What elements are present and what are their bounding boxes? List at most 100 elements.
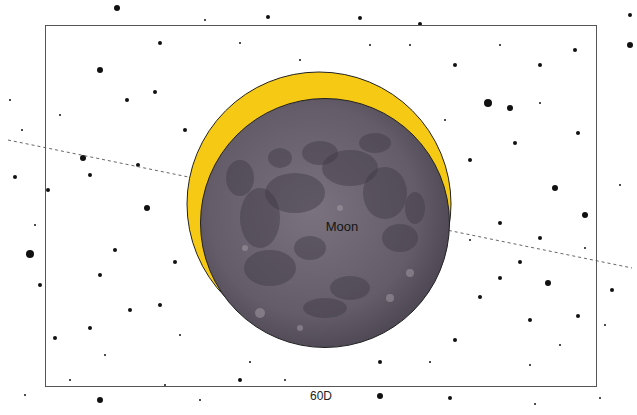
star-dot [53, 336, 57, 340]
moon-maria [226, 133, 425, 318]
star-dot [582, 212, 588, 218]
moon-disc: Moon [200, 98, 450, 348]
star-dot [183, 128, 187, 132]
moon-mare [294, 236, 326, 260]
star-dot [34, 224, 36, 226]
star-dot [478, 295, 482, 299]
star-dot [498, 221, 502, 225]
star-dot [377, 393, 383, 399]
star-dot [114, 5, 120, 11]
star-dot [164, 384, 166, 386]
moon-mare [330, 276, 370, 300]
star-dot [369, 44, 371, 46]
moon-crater [297, 325, 303, 331]
star-dot [552, 185, 558, 191]
moon-crater [386, 294, 394, 302]
camera-frame: Moon60D [45, 25, 597, 387]
star-dot [584, 247, 586, 249]
star-dot [573, 48, 577, 52]
star-dot [179, 334, 181, 336]
body-label: Moon [326, 219, 359, 234]
moon-mare [268, 148, 292, 168]
star-dot [125, 98, 129, 102]
star-dot [113, 248, 117, 252]
star-dot [545, 280, 551, 286]
star-dot [619, 184, 621, 186]
star-dot [448, 396, 452, 400]
star-dot [238, 378, 242, 382]
star-dot [358, 16, 362, 20]
star-dot [559, 344, 561, 346]
star-dot [444, 119, 446, 121]
moon-mare [302, 141, 338, 165]
star-dot [24, 394, 26, 396]
star-dot [153, 90, 157, 94]
star-dot [144, 205, 150, 211]
star-dot [538, 236, 542, 240]
moon-mare [363, 167, 407, 219]
star-dot [599, 397, 601, 399]
star-dot [534, 403, 536, 405]
star-dot [576, 131, 580, 135]
star-dot [88, 326, 92, 330]
star-dot [429, 361, 431, 363]
star-dot [204, 19, 206, 21]
star-dot [627, 42, 633, 48]
star-dot [158, 41, 162, 45]
moon-mare [359, 133, 391, 153]
star-dot [507, 105, 513, 111]
ecliptic-line [8, 140, 632, 268]
star-dot [610, 288, 614, 292]
star-dot [576, 314, 580, 318]
star-dot [513, 141, 517, 145]
moon-mare [240, 188, 280, 248]
star-dot [539, 102, 541, 104]
moon-crater [255, 308, 265, 318]
moon-crater [406, 269, 414, 277]
star-dot [453, 63, 457, 67]
star-dot [538, 63, 542, 67]
star-dot [128, 308, 132, 312]
star-field [9, 5, 633, 405]
moon-mare [382, 224, 418, 252]
star-dot [88, 173, 92, 177]
moon-mare [244, 250, 296, 286]
star-dot [409, 44, 411, 46]
star-dot [21, 129, 23, 131]
moon-crater [337, 205, 343, 211]
star-dot [104, 354, 106, 356]
moon-mare [405, 192, 425, 224]
star-dot [9, 99, 11, 101]
moon-mare [303, 298, 347, 318]
star-dot [484, 99, 492, 107]
star-dot [518, 260, 522, 264]
star-dot [97, 397, 103, 403]
star-dot [69, 379, 71, 381]
camera-label: 60D [310, 389, 332, 403]
star-dot [158, 303, 162, 307]
star-dot [46, 188, 50, 192]
star-dot [498, 276, 502, 280]
star-dot [13, 175, 17, 179]
star-dot [249, 361, 251, 363]
star-dot [299, 59, 301, 61]
star-dot [97, 67, 103, 73]
star-dot [499, 44, 501, 46]
star-dot [26, 250, 34, 258]
moon-surface [200, 98, 450, 348]
star-dot [628, 13, 632, 17]
star-dot [529, 364, 531, 366]
star-dot [604, 324, 606, 326]
star-dot [378, 360, 382, 364]
moon-disc-shape [201, 99, 450, 348]
star-dot [98, 273, 102, 277]
star-dot [266, 15, 270, 19]
moon-crater [242, 245, 248, 251]
star-dot [528, 318, 532, 322]
star-dot [469, 239, 471, 241]
star-dot [239, 42, 241, 44]
star-dot [173, 260, 177, 264]
star-dot [468, 158, 472, 162]
star-dot [38, 283, 42, 287]
moon-mare [226, 160, 254, 196]
